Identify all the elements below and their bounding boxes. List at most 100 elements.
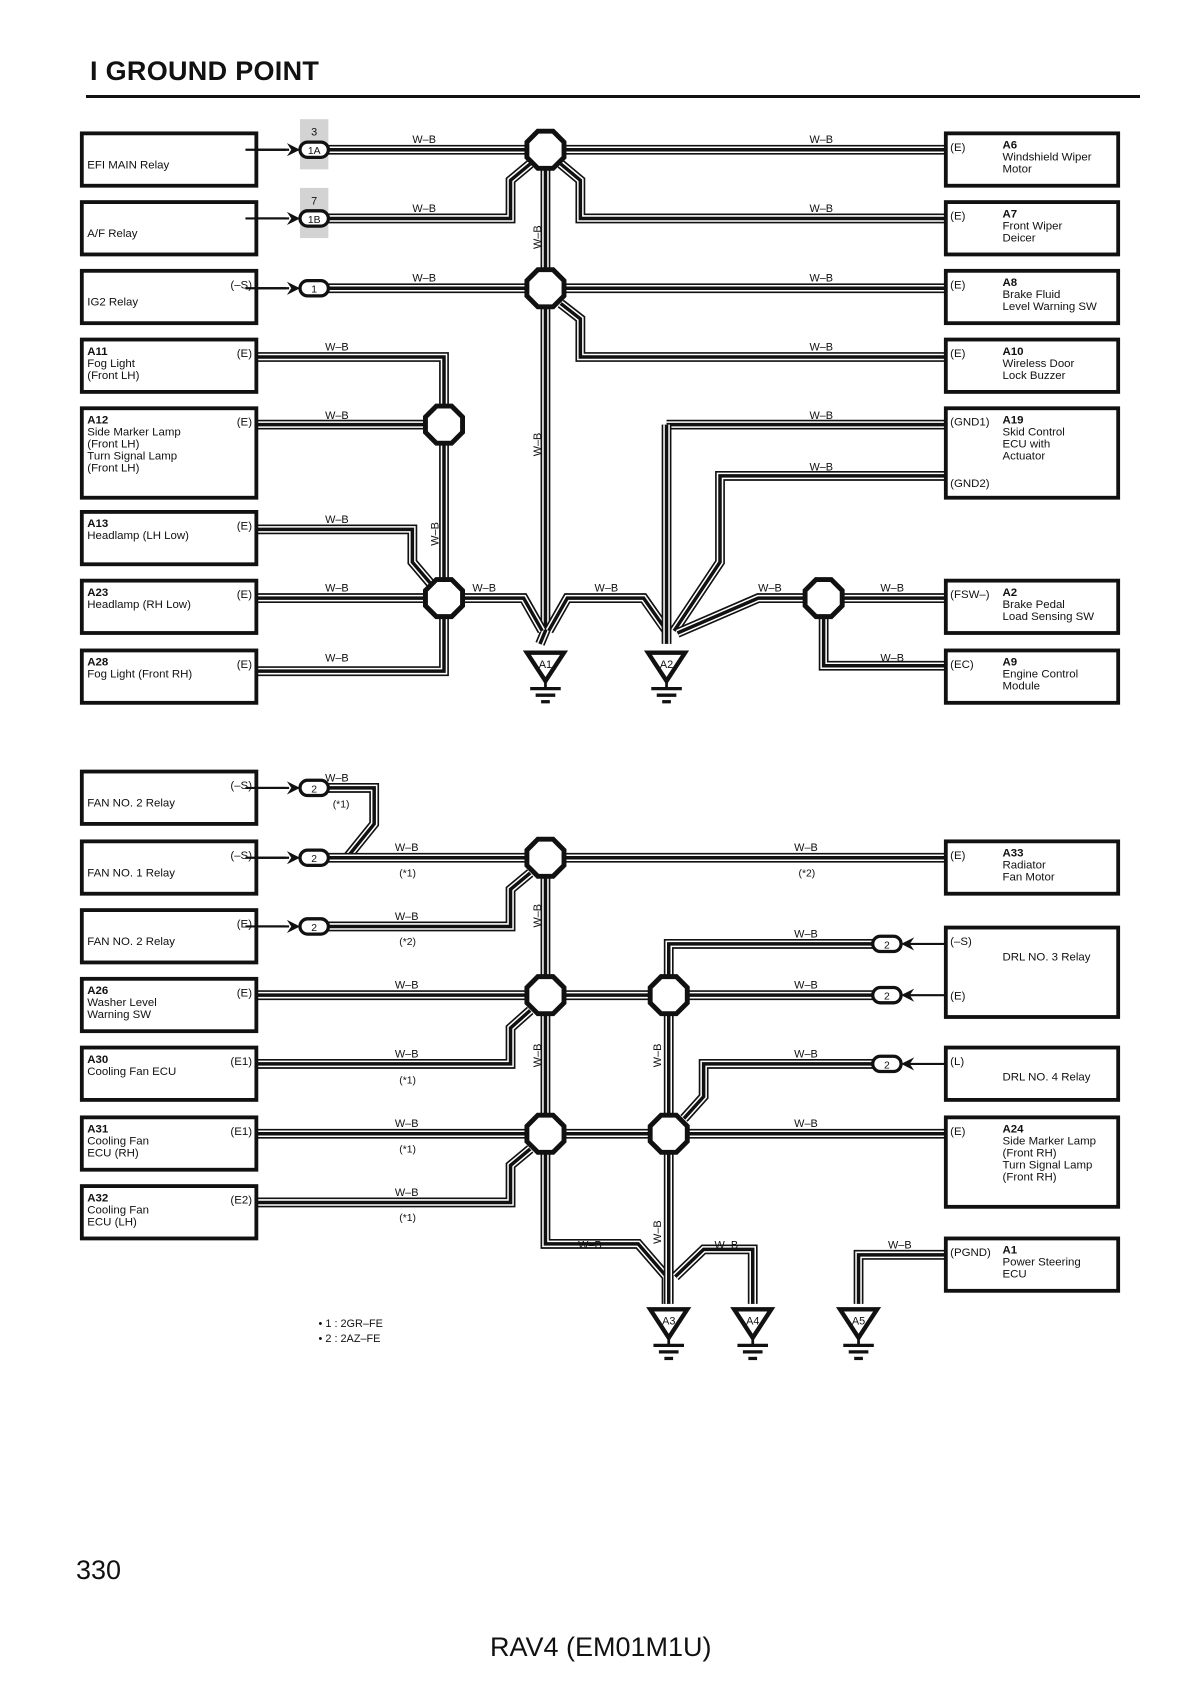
- component-name: Side Marker Lamp: [87, 427, 180, 439]
- junction-point: [524, 974, 567, 1017]
- component-name: (Front LH): [87, 463, 139, 475]
- component-name: FAN NO. 2 Relay: [87, 936, 175, 948]
- component-name: Turn Signal Lamp: [1003, 1160, 1093, 1172]
- terminal-label: (–S): [230, 279, 252, 291]
- wire-color-label: W–B: [809, 341, 833, 353]
- wire-color-label: W–B: [325, 583, 349, 595]
- ground-label: A1: [539, 659, 552, 671]
- component-id: A8: [1003, 277, 1018, 289]
- wire-w-b: [256, 1006, 534, 1069]
- component-box: [943, 1045, 1121, 1102]
- component-name: EFI MAIN Relay: [87, 159, 169, 171]
- wire-color-label: W–B: [325, 652, 349, 664]
- terminal-label: (E1): [230, 1126, 252, 1138]
- ground-label: A3: [662, 1316, 675, 1328]
- wire-color-label: W–B: [395, 980, 419, 992]
- variant-tag: (*1): [399, 868, 416, 879]
- component-name: Deicer: [1003, 232, 1036, 244]
- wire-w-b: [680, 1059, 873, 1122]
- wire-color-label: W–B: [472, 583, 496, 595]
- wire-color-label: W–B: [325, 410, 349, 422]
- component-name: Side Marker Lamp: [1003, 1136, 1096, 1148]
- component-id: A12: [87, 415, 108, 427]
- component-id: A6: [1003, 140, 1018, 152]
- junction-point: [524, 836, 567, 879]
- connector-code: 2: [884, 1060, 890, 1071]
- component-id: A23: [87, 587, 108, 599]
- component-box: [79, 1045, 259, 1102]
- component-id: A30: [87, 1054, 108, 1066]
- terminal-label: (E): [237, 348, 252, 360]
- wire-color-label: W–B: [794, 928, 818, 940]
- wire-color-label: W–B: [395, 842, 419, 854]
- component-id: A11: [87, 346, 108, 358]
- component-name: Windshield Wiper: [1003, 152, 1092, 164]
- component-name: Brake Fluid: [1003, 289, 1061, 301]
- terminal-label: (E): [950, 211, 965, 223]
- wire-color-label: W–B: [430, 522, 442, 546]
- component-name: Cooling Fan: [87, 1136, 149, 1148]
- wire-color-label: W–B: [532, 1044, 544, 1068]
- terminal-label: (E): [950, 1126, 965, 1138]
- component-name: Level Warning SW: [1003, 301, 1097, 313]
- terminal-label: (E): [950, 850, 965, 862]
- ground-a2: [643, 650, 690, 704]
- component-box: [79, 200, 259, 257]
- wire-color-label: W–B: [809, 273, 833, 285]
- wire-w-b: [540, 857, 672, 1304]
- component-name: Lock Buzzer: [1003, 370, 1066, 382]
- wire-w-b: [818, 598, 946, 671]
- wire-color-label: W–B: [412, 203, 436, 215]
- component-name: Fan Motor: [1003, 872, 1055, 884]
- component-name: Brake Pedal: [1003, 599, 1065, 611]
- component-id: A26: [87, 985, 108, 997]
- wire-color-label: W–B: [325, 772, 349, 784]
- component-name: Power Steering: [1003, 1257, 1081, 1269]
- wire-color-label: W–B: [794, 842, 818, 854]
- component-box: [79, 337, 259, 394]
- component-box: [79, 648, 259, 705]
- terminal-label: (PGND): [950, 1247, 991, 1259]
- connector-arrow-icon: [286, 851, 300, 865]
- component-name: Fog Light: [87, 358, 136, 370]
- terminal-label: (L): [950, 1056, 964, 1068]
- ground-a1: [522, 650, 569, 704]
- ground-label: A2: [660, 659, 673, 671]
- terminal-label: (E): [950, 348, 965, 360]
- wire-color-label: W–B: [532, 904, 544, 928]
- component-box: [79, 1184, 259, 1241]
- wire-color-label: W–B: [652, 1220, 664, 1244]
- wire-color-label: W–B: [794, 980, 818, 992]
- connector-oval: [298, 140, 330, 159]
- connector-code: 2: [884, 940, 890, 951]
- wire-w-b: [557, 160, 946, 224]
- connector-arrow-icon: [286, 781, 300, 795]
- component-name: FAN NO. 2 Relay: [87, 797, 175, 809]
- wire-color-label: W–B: [395, 1118, 419, 1130]
- component-name: DRL NO. 4 Relay: [1003, 1071, 1091, 1083]
- junction-point: [647, 974, 690, 1017]
- component-name: Front Wiper: [1003, 220, 1063, 232]
- connector-code: 1B: [308, 215, 321, 226]
- component-name: Headlamp (RH Low): [87, 599, 191, 611]
- wire-color-label: W–B: [794, 1118, 818, 1130]
- component-box: [79, 839, 259, 896]
- connector-arrow-icon: [901, 937, 915, 951]
- page-number: 330: [76, 1555, 122, 1585]
- terminal-label: (E): [237, 589, 252, 601]
- terminal-label: (–S): [950, 936, 972, 948]
- footnote: • 1 : 2GR–FE: [319, 1318, 383, 1330]
- wire-color-label: W–B: [715, 1239, 739, 1251]
- junction-point: [524, 267, 567, 310]
- component-box: [943, 268, 1121, 326]
- terminal-label: (FSW–): [950, 589, 990, 601]
- ground-a3: [646, 1307, 692, 1361]
- wire-color-label: W–B: [325, 341, 349, 353]
- component-id: A28: [87, 657, 109, 669]
- component-name: A/F Relay: [87, 228, 137, 240]
- junction-point: [524, 128, 567, 171]
- terminal-label: (–S): [230, 780, 252, 792]
- component-box: [943, 648, 1121, 705]
- wire-color-label: W–B: [412, 273, 436, 285]
